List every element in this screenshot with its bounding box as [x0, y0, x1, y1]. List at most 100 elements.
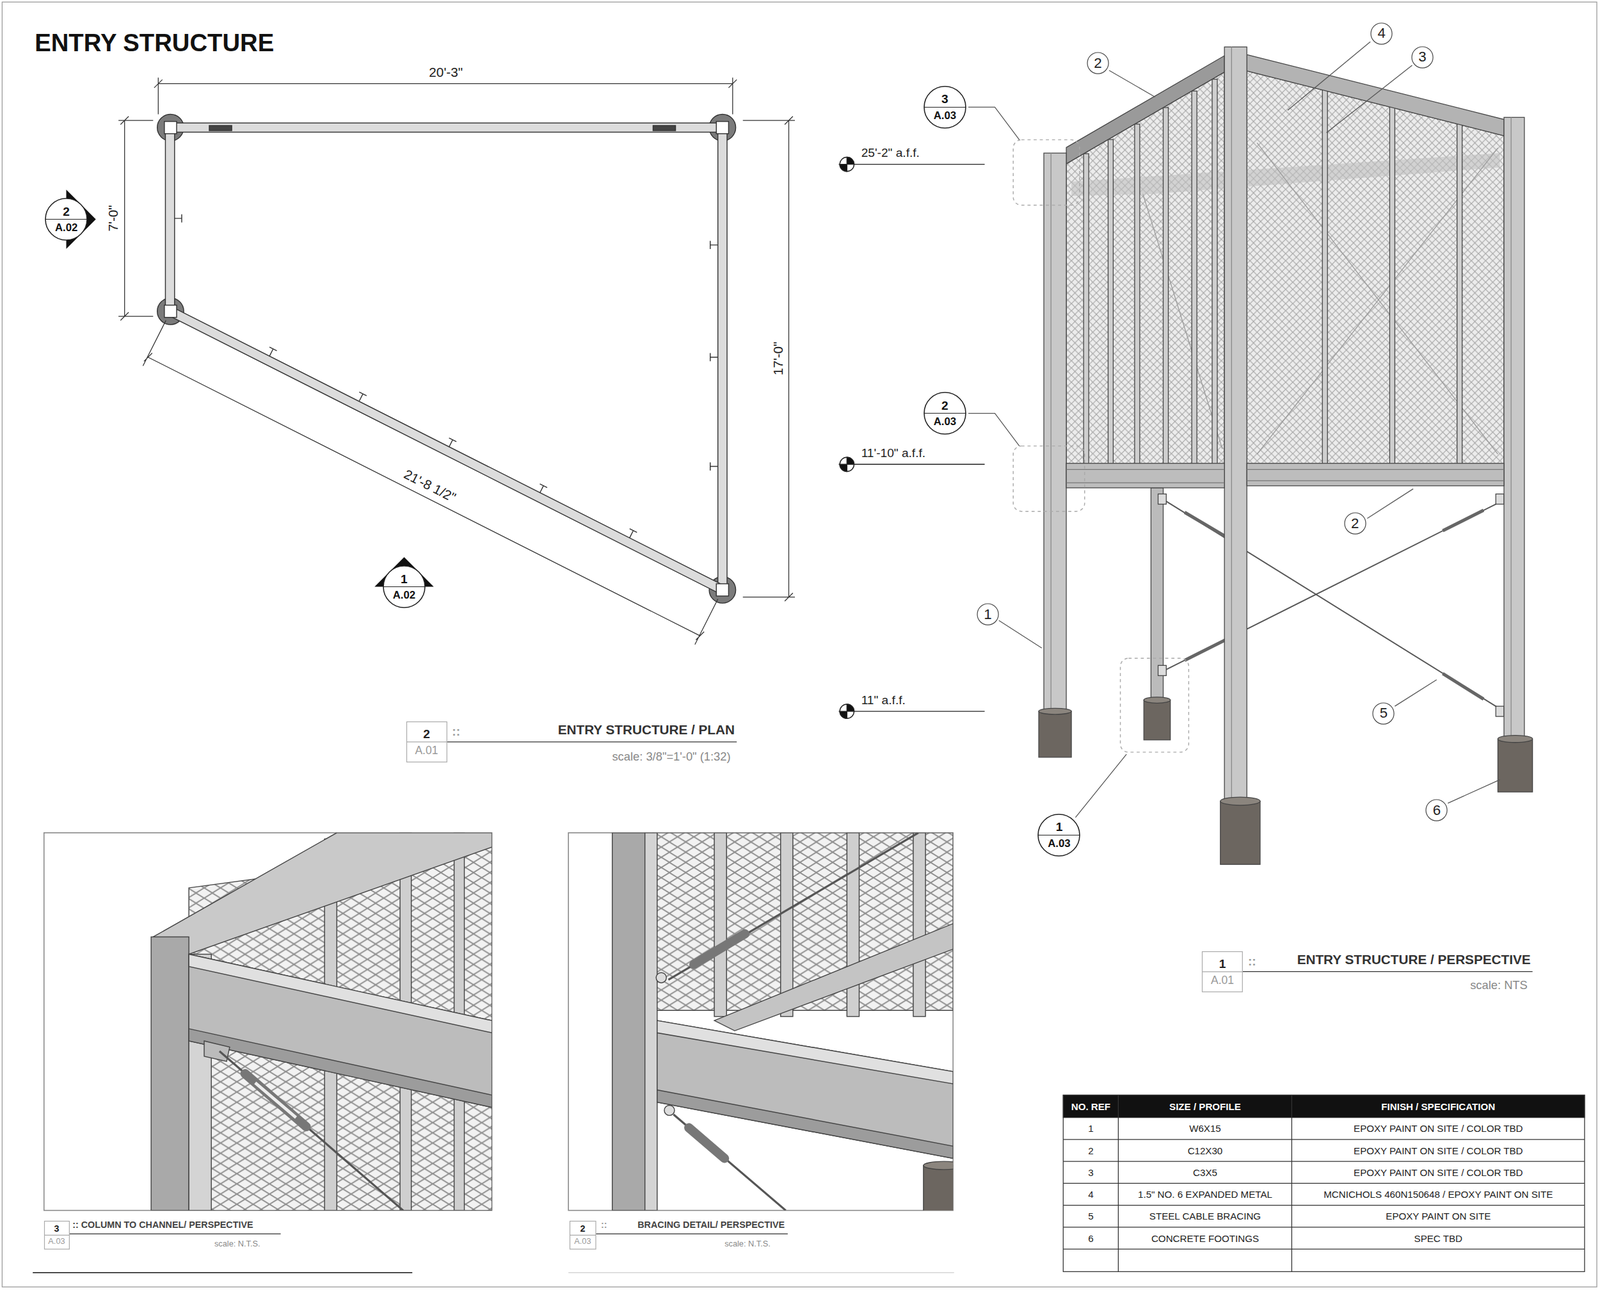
table-cell: 1 — [1088, 1122, 1094, 1134]
table-header-cell: FINISH / SPECIFICATION — [1381, 1100, 1496, 1112]
label-holder: 1.5" NO. 6 EXPANDED METAL — [1137, 1188, 1273, 1200]
callout-number: 1 — [976, 602, 1000, 626]
marker-divider — [1038, 834, 1080, 836]
channel-beam — [714, 923, 953, 1031]
label-holder: SPEC TBD — [1414, 1232, 1463, 1244]
label-holder: 1 — [1088, 1122, 1094, 1134]
table-cell: EPOXY PAINT ON SITE / COLOR TBD — [1353, 1144, 1523, 1156]
marker-number: 1 — [1056, 819, 1064, 834]
label-holder: EPOXY PAINT ON SITE — [1385, 1210, 1491, 1222]
dimension-line — [142, 320, 718, 645]
concrete-footing — [923, 1165, 953, 1211]
view-title: ENTRY STRUCTURE / PERSPECTIVE — [1297, 951, 1531, 968]
column-to-channel-detail — [151, 832, 492, 1211]
marker-number: 2 — [1351, 515, 1359, 532]
label-holder: 5 — [1088, 1210, 1094, 1222]
callout-number: 5 — [1372, 702, 1395, 725]
dimension: 17'-0" — [771, 341, 787, 376]
view-title: BRACING DETAIL/ PERSPECTIVE — [637, 1219, 785, 1230]
leader-line — [999, 620, 1042, 648]
detail-callout: 3A.03 — [923, 85, 967, 129]
marker-number: 2 — [941, 398, 949, 413]
label-holder: :: — [600, 1219, 608, 1230]
drawing-number-box: 2A.03 — [569, 1220, 596, 1250]
sheet-reference: A.03 — [574, 1236, 591, 1246]
level-label: 25'-2" a.f.f. — [861, 145, 920, 160]
box-divider — [569, 1234, 596, 1236]
column — [1504, 117, 1525, 739]
column-flange — [1050, 152, 1052, 712]
title-separator: :: — [1248, 954, 1257, 969]
table-cell: 4 — [1088, 1188, 1094, 1200]
channel-beam — [718, 127, 728, 590]
cable-bracing — [1164, 499, 1504, 712]
column-flange — [1231, 46, 1232, 801]
leader-line — [1326, 65, 1413, 133]
column — [1224, 46, 1247, 801]
marker-number: 4 — [1377, 25, 1386, 42]
marker-number: 1 — [400, 572, 408, 586]
box-divider — [44, 1234, 70, 1236]
label-holder: C3X5 — [1192, 1166, 1218, 1178]
channel-flange — [1246, 469, 1504, 481]
callout-number: 4 — [1370, 22, 1393, 45]
table-cell: EPOXY PAINT ON SITE / COLOR TBD — [1353, 1166, 1523, 1178]
callout-number: 6 — [1425, 798, 1448, 822]
detail-outline — [1013, 139, 1080, 205]
marker-circle — [1372, 702, 1394, 724]
marker-divider — [383, 586, 425, 587]
marker-divider — [45, 218, 88, 220]
plate — [652, 125, 676, 131]
table-cell: EPOXY PAINT ON SITE / COLOR TBD — [1353, 1122, 1523, 1134]
label-holder: EPOXY PAINT ON SITE / COLOR TBD — [1353, 1122, 1523, 1134]
label-holder: 4 — [1088, 1188, 1094, 1200]
channel-beam — [170, 122, 722, 132]
mullion — [1134, 124, 1140, 466]
separator-line — [568, 1271, 955, 1273]
section-marker: 1A.02 — [382, 565, 426, 608]
column — [151, 936, 189, 1210]
gusset-plate — [656, 972, 667, 983]
leader-line — [968, 413, 1020, 447]
table-cell: 1.5" NO. 6 EXPANDED METAL — [1137, 1188, 1273, 1200]
channel-beam — [1066, 463, 1225, 488]
column — [1043, 152, 1067, 712]
bracing-detail — [612, 832, 953, 1211]
level-symbol — [839, 456, 854, 472]
column-cap — [164, 121, 177, 134]
mesh-panel — [1066, 72, 1225, 466]
marker-circle — [1370, 23, 1392, 45]
node-outline — [923, 391, 967, 435]
scale-note: scale: 3/8"=1'-0" (1:32) — [611, 749, 731, 763]
marker-number: 5 — [1379, 705, 1388, 722]
table-cell: MCNICHOLS 460N150648 / EPOXY PAINT ON SI… — [1323, 1188, 1553, 1200]
number-box — [406, 721, 447, 763]
concrete-footing — [1038, 707, 1072, 715]
label-holder: 20'-3" — [428, 64, 463, 80]
channel-beam — [152, 832, 492, 955]
dimension: 7'-0" — [105, 205, 121, 232]
channel-beam — [1246, 463, 1504, 486]
marker-number: 3 — [941, 92, 949, 106]
dimension: 20'-3" — [428, 64, 463, 80]
label-holder: ENTRY STRUCTURE / PLAN — [558, 721, 735, 738]
level-symbol — [839, 456, 854, 472]
table-cell: 2 — [1088, 1144, 1094, 1156]
leader-line — [1109, 70, 1156, 97]
sheet-reference: A.01 — [1210, 974, 1234, 987]
table-header-cell: SIZE / PROFILE — [1169, 1100, 1241, 1112]
table-frame — [1063, 1095, 1585, 1272]
channel-flange — [657, 1020, 953, 1084]
detail-frame — [568, 832, 953, 1211]
channel-beam — [168, 307, 725, 594]
concrete-footing — [1497, 735, 1533, 743]
scale-note: scale: N.T.S. — [214, 1239, 261, 1249]
level-symbol — [839, 156, 854, 171]
box-divider — [406, 741, 447, 743]
label-holder: 25'-2" a.f.f. — [861, 145, 920, 160]
mullion — [1083, 153, 1089, 466]
label-holder: scale: N.T.S. — [724, 1239, 771, 1249]
gusset-plate — [1495, 705, 1504, 717]
level-label: 11'-10" a.f.f. — [861, 446, 926, 461]
